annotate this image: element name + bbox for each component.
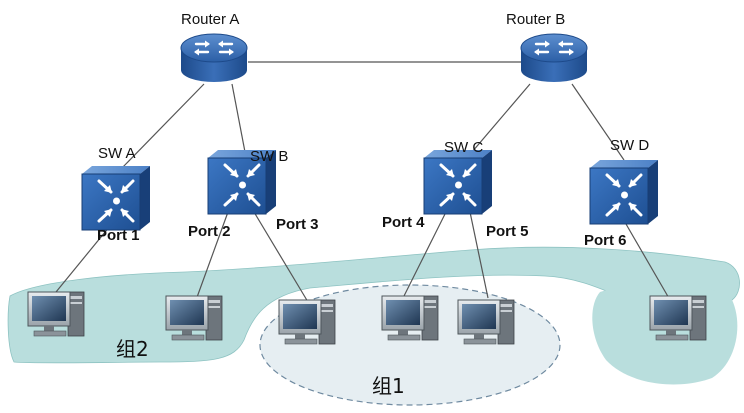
switch-sw-c[interactable]: SW C <box>422 139 494 216</box>
router-icon <box>519 32 589 84</box>
port-6-label: Port 6 <box>584 232 627 249</box>
links <box>55 61 671 303</box>
switch-icon <box>422 148 494 216</box>
link-port4 <box>403 211 447 297</box>
switch-icon <box>588 158 660 226</box>
link-port6 <box>625 223 671 301</box>
router-b-label: Router B <box>506 11 565 28</box>
sw-c-label: SW C <box>444 139 483 156</box>
switch-sw-d[interactable]: SW D <box>588 137 660 226</box>
link-port2 <box>195 211 229 301</box>
port-2-label: Port 2 <box>188 223 231 240</box>
sw-d-label: SW D <box>610 137 649 154</box>
link-routerb-swd <box>571 83 625 161</box>
link-port3 <box>253 211 309 303</box>
router-a-label: Router A <box>181 11 239 28</box>
port-3-label: Port 3 <box>276 216 319 233</box>
sw-a-label: SW A <box>98 145 136 162</box>
router-a[interactable]: Router A <box>179 11 249 84</box>
switch-icon <box>80 164 152 232</box>
port-1-label: Port 1 <box>97 227 140 244</box>
group1-label: 组1 <box>372 374 405 398</box>
switch-sw-b[interactable]: SW B <box>206 148 288 216</box>
router-b[interactable]: Router B <box>506 11 589 84</box>
port-4-label: Port 4 <box>382 214 425 231</box>
port-5-label: Port 5 <box>486 223 529 240</box>
link-port5 <box>469 211 489 299</box>
switch-sw-a[interactable]: SW A <box>80 145 152 232</box>
group2-label: 组2 <box>116 337 149 361</box>
link-routera-swa <box>119 83 205 171</box>
router-icon <box>179 32 249 84</box>
link-port1 <box>55 225 111 293</box>
link-routerb-swc <box>471 83 531 153</box>
sw-b-label: SW B <box>250 148 288 165</box>
link-routera-swb <box>231 83 246 153</box>
